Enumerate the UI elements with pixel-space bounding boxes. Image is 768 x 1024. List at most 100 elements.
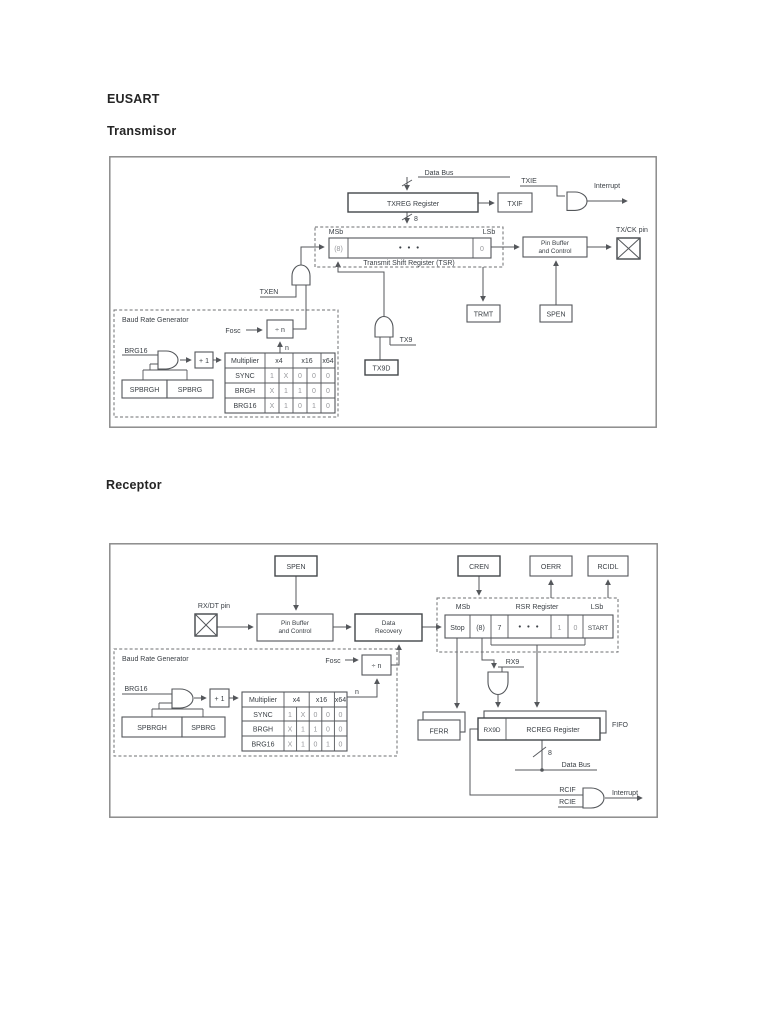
table-cell: 0: [326, 403, 330, 410]
txck-pin-icon: [616, 237, 641, 260]
plus-one-box: [209, 688, 230, 708]
rcidl-box: [587, 555, 629, 577]
interrupt-label: Interrupt: [612, 790, 638, 797]
data-bus-label: Data Bus: [562, 762, 591, 769]
table-cell: X: [284, 373, 289, 380]
rsr-stop-cell: Stop: [450, 625, 465, 632]
rx9-and-gate-icon: [487, 671, 509, 696]
brg-title: Baud Rate Generator: [122, 656, 189, 663]
table-cell: 0: [298, 403, 302, 410]
data-recovery-box: [354, 613, 423, 642]
connector-wires: [122, 576, 643, 808]
table-cell: 0: [314, 742, 318, 749]
plus-one-label: + 1: [199, 358, 209, 365]
brg-multiplier-table: Multiplier x4 x16 x64 SYNC BRGH BRG16 1 …: [224, 352, 336, 414]
txif-box: [497, 192, 533, 213]
spen-label: SPEN: [546, 312, 565, 319]
table-cell: 1: [301, 727, 305, 734]
divide-by-n-box: [361, 654, 392, 676]
data-recovery-label-2: Recovery: [375, 628, 403, 635]
plus-one-box: [194, 351, 214, 369]
table-row-label: BRG16: [234, 403, 257, 410]
table-cell: X: [270, 403, 275, 410]
pin-buffer-label-2: and Control: [538, 248, 571, 255]
oerr-label: OERR: [541, 564, 561, 571]
cren-box: [457, 555, 501, 577]
table-cell: X: [301, 712, 306, 719]
msb-label: MSb: [456, 604, 471, 611]
pin-buffer-label-1: Pin Buffer: [541, 240, 570, 247]
spbrgh-label: SPBRGH: [137, 725, 167, 732]
trmt-box: [466, 304, 501, 323]
txif-label: TXIF: [507, 201, 522, 208]
table-header: x16: [301, 358, 312, 365]
fifo-label: FIFO: [612, 722, 628, 729]
rcidl-label: RCIDL: [597, 564, 618, 571]
lsb-label: LSb: [591, 604, 604, 611]
rsr-bit8-cell: (8): [476, 625, 485, 632]
spbrg-box: [166, 379, 214, 399]
lsb-label: LSb: [483, 229, 496, 236]
rcreg-label: RCREG Register: [526, 727, 580, 734]
table-row-label: BRGH: [235, 388, 255, 395]
table-cell: 0: [326, 727, 330, 734]
tx9-and-gate-icon: [374, 316, 394, 338]
table-cell: 0: [339, 712, 343, 719]
table-cell: 0: [326, 388, 330, 395]
rx9d-label: RX9D: [483, 727, 500, 734]
rsr-bit0-cell: 0: [574, 625, 578, 632]
tsr-bit0-cell: 0: [480, 246, 484, 253]
table-cell: 1: [288, 712, 292, 719]
table-row-label: BRG16: [252, 742, 275, 749]
tx9-label: TX9: [400, 337, 413, 344]
connector-wires: [122, 176, 628, 380]
interrupt-and-gate-icon: [582, 787, 605, 809]
table-cell: X: [288, 742, 293, 749]
rcif-label: RCIF: [559, 787, 575, 794]
table-cell: 1: [312, 403, 316, 410]
tx9d-box: [364, 359, 399, 376]
rxdt-pin-label: RX/DT pin: [198, 603, 230, 610]
table-row-label: BRGH: [253, 727, 273, 734]
rx9-label: RX9: [506, 659, 520, 666]
table-cell: 1: [301, 742, 305, 749]
table-cell: 0: [339, 742, 343, 749]
divide-by-n-box: [266, 319, 294, 339]
table-header: x64: [322, 358, 333, 365]
brg-and-gate-icon: [157, 350, 179, 370]
table-cell: 0: [312, 388, 316, 395]
rxdt-pin-icon: [194, 613, 218, 637]
table-header: x4: [293, 697, 301, 704]
pin-buffer-label-1: Pin Buffer: [281, 620, 310, 627]
table-header: x16: [316, 697, 327, 704]
tsr-caption: Transmit Shift Register (TSR): [363, 260, 455, 267]
rsr-register-box: [444, 614, 614, 639]
tsr-register-box: [328, 237, 492, 259]
divide-by-n-label: ÷ n: [372, 663, 382, 670]
table-cell: 1: [298, 388, 302, 395]
rcreg-box: [477, 710, 607, 741]
data-recovery-label-1: Data: [382, 620, 396, 627]
interrupt-and-gate-icon: [566, 191, 588, 211]
spbrg-box: [181, 716, 226, 738]
brg-title: Baud Rate Generator: [122, 317, 189, 324]
n-label: n: [355, 689, 359, 696]
brg16-signal-label: BRG16: [125, 348, 148, 355]
interrupt-label: Interrupt: [594, 183, 620, 190]
fosc-label: Fosc: [225, 328, 241, 335]
n-label: n: [285, 345, 289, 352]
fosc-label: Fosc: [325, 658, 341, 665]
table-cell: X: [270, 388, 275, 395]
txie-label: TXIE: [521, 178, 537, 185]
figure-frame: [109, 543, 658, 818]
ferr-label: FERR: [429, 729, 448, 736]
table-cell: 1: [284, 403, 288, 410]
rsr-bit1-cell: 1: [558, 625, 562, 632]
brg-dashed-region: [113, 309, 339, 418]
tsr-bit8-cell: (8): [334, 246, 343, 253]
brg16-signal-label: BRG16: [125, 686, 148, 693]
table-row-label: SYNC: [235, 373, 254, 380]
table-row-label: SYNC: [253, 712, 272, 719]
table-header: x4: [275, 358, 283, 365]
